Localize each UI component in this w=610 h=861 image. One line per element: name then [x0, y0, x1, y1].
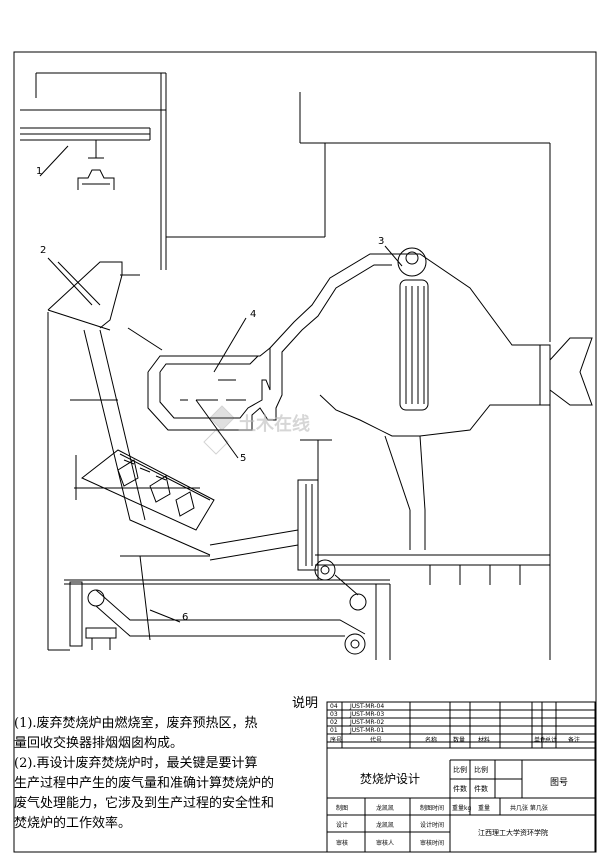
- pieces2-label: 件数: [474, 785, 488, 793]
- draw-label: 制图: [336, 805, 349, 812]
- weight2-label: 重量: [478, 805, 491, 812]
- parts-row-code: JUST-MR-04: [350, 703, 385, 710]
- exhaust-stack: [209, 435, 426, 580]
- callout-5: 5: [240, 453, 247, 464]
- parts-row-code: JUST-MR-01: [350, 727, 385, 734]
- notes-line-4: 生产过程中产生的废气量和准确计算焚烧炉的: [14, 776, 275, 791]
- drawing-title: 焚烧炉设计: [360, 772, 421, 786]
- sheet-info: 共几张 第几张: [510, 805, 548, 812]
- parts-header-material: 材料: [478, 737, 491, 744]
- building-frame: [20, 72, 551, 342]
- watermark-logo: [203, 405, 235, 455]
- notes-line-6: 焚烧炉的工作效率。: [14, 816, 132, 831]
- review-name: 审核人: [376, 840, 395, 847]
- parts-header-weight: 单件: [534, 737, 547, 744]
- notes-line-1: (1).废弃焚烧炉由燃烧室，废弃预热区，热: [14, 716, 258, 731]
- callout-2: 2: [40, 245, 47, 256]
- design-time: 设计时间: [420, 822, 445, 829]
- ash-conveyor: [64, 579, 391, 660]
- feed-conveyor: [314, 405, 551, 660]
- parts-header-qty: 数量: [453, 737, 466, 744]
- drawing-border: [13, 51, 597, 853]
- parts-header-seq: 序号: [330, 737, 343, 744]
- drawing-number-label: 图号: [550, 778, 569, 788]
- design-name: 龙凯凯: [376, 822, 395, 829]
- crane-beam: [20, 127, 151, 190]
- notes-title: 说明: [292, 696, 319, 711]
- callout-4: 4: [250, 309, 257, 320]
- scale2-label: 比例: [474, 766, 488, 774]
- school-name: 江西理工大学资环学院: [478, 829, 548, 837]
- parts-row-code: JUST-MR-02: [350, 719, 385, 726]
- notes-line-2: 量回收交换器排烟烟囱构成。: [14, 736, 184, 751]
- heat-exchanger: [319, 247, 593, 437]
- design-label: 设计: [336, 822, 349, 829]
- draw-name: 龙凯凯: [376, 805, 395, 812]
- parts-header-code: 代号: [370, 737, 383, 744]
- scale-label: 比例: [453, 766, 467, 774]
- watermark-text: 土木在线: [238, 414, 310, 435]
- draw-time: 制图时间: [420, 805, 445, 812]
- parts-row-no: 03: [330, 711, 338, 718]
- callout-3: 3: [378, 236, 385, 247]
- flue-duct: [147, 253, 392, 431]
- review-time: 审核时间: [420, 840, 445, 847]
- parts-header-note: 备注: [568, 737, 581, 744]
- weight-label: 重量kg: [452, 805, 472, 812]
- callout-1: 1: [36, 166, 43, 177]
- pieces-label: 件数: [453, 785, 467, 793]
- parts-header-total: 总计: [545, 737, 558, 744]
- parts-row-no: 04: [330, 703, 338, 710]
- title-block: [326, 701, 596, 853]
- feed-hopper: [47, 261, 163, 351]
- callout-6: 6: [182, 612, 189, 623]
- inclined-grate: [81, 449, 215, 531]
- leader-lines: [47, 245, 403, 623]
- parts-row-code: JUST-MR-03: [350, 711, 385, 718]
- notes-line-5: 废气处理能力，它涉及到生产过程的安全性和: [14, 796, 275, 811]
- parts-header-name: 名称: [425, 737, 438, 744]
- combustion-chamber: [47, 312, 211, 651]
- notes-line-3: (2).再设计废弃焚烧炉时，最关键是要计算: [14, 756, 258, 771]
- review-label: 审核: [336, 840, 349, 847]
- parts-row-no: 01: [330, 727, 338, 734]
- parts-row-no: 02: [330, 719, 338, 726]
